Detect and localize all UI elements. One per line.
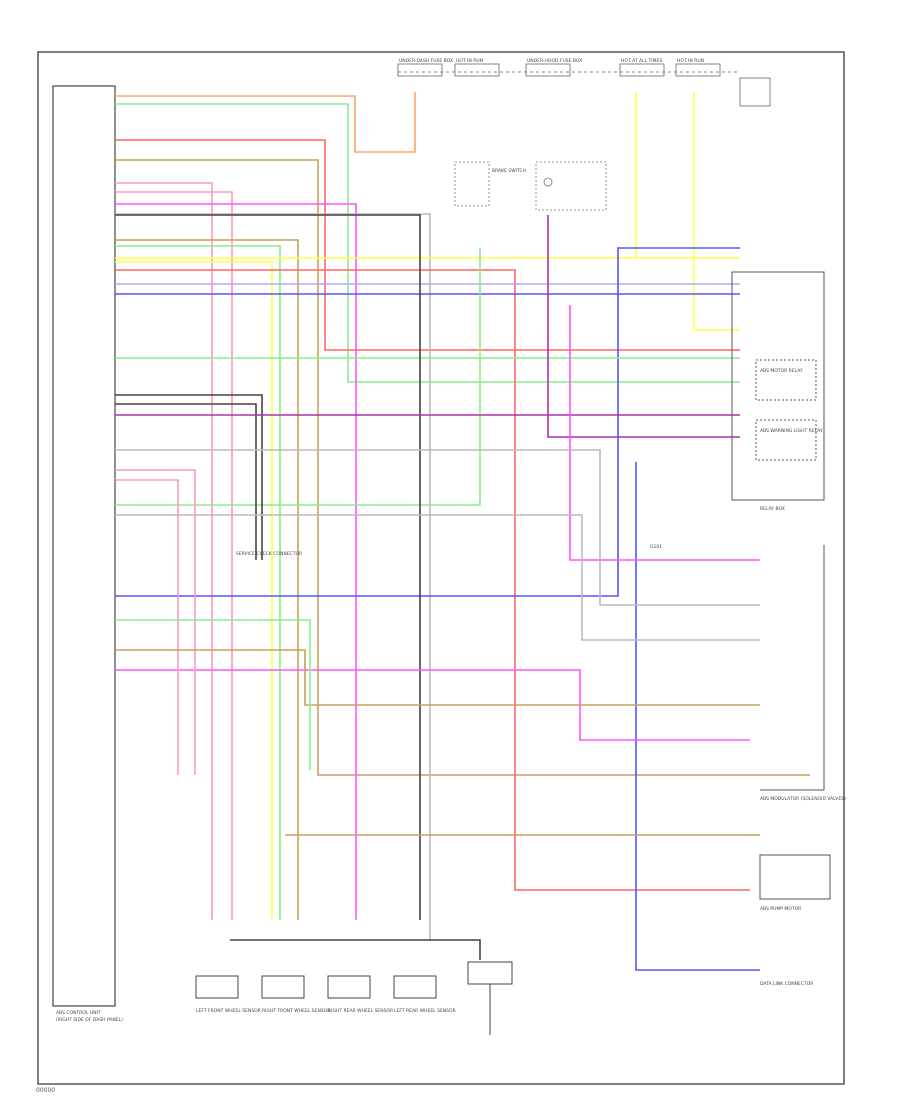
wires: [115, 92, 810, 971]
dlc-label: DATA LINK CONNECTOR: [760, 981, 813, 987]
wheel-sensor-rl: LEFT REAR WHEEL SENSOR: [393, 975, 456, 1014]
wire-green-5: [115, 619, 311, 770]
pump-motor: [759, 854, 831, 900]
fuse-label-1: UNDER-DASH FUSE BOX: [399, 58, 453, 64]
wire-green-1: [115, 103, 740, 383]
wire-darkgray-1: [115, 394, 263, 560]
solenoid-block: [760, 545, 825, 791]
wire-darkgray-3: [230, 939, 481, 960]
wheel-sensors: LEFT FRONT WHEEL SENSOR RIGHT FRONT WHEE…: [195, 975, 456, 1014]
wire-red-2: [115, 269, 750, 891]
sensor-label-fr: RIGHT FRONT WHEEL SENSOR: [262, 1008, 330, 1014]
fuse-labels: UNDER-DASH FUSE BOX HOT IN RUN UNDER-HOO…: [399, 58, 704, 64]
fuse-label-3: UNDER-HOOD FUSE BOX: [527, 58, 582, 64]
wheel-sensor-rr: RIGHT REAR WHEEL SENSOR: [327, 975, 393, 1014]
wire-pink-3: [115, 469, 196, 775]
wire-pink-1: [115, 182, 213, 920]
warning-relay-label: ABS WARNING LIGHT RELAY: [760, 428, 823, 434]
wire-orange: [115, 92, 416, 153]
wire-yellow-4: [693, 92, 740, 331]
solenoid-label: ABS MODULATOR (SOLENOID VALVES): [760, 796, 846, 802]
sensor-label-fl: LEFT FRONT WHEEL SENSOR: [196, 1008, 261, 1014]
fuse-label-2: HOT IN RUN: [456, 58, 483, 64]
wire-gray-3: [115, 514, 760, 641]
check-connector-label: SERVICE CHECK CONNECTOR: [236, 551, 302, 557]
brake-switch: [454, 161, 607, 211]
abs-control-unit: ABS CONTROL UNIT (RIGHT SIDE OF DASH PAN…: [52, 85, 123, 1023]
wire-blue-3: [635, 462, 760, 971]
wire-green-4: [115, 248, 481, 506]
wire-pink-2: [115, 191, 233, 920]
wire-magenta-3: [569, 305, 760, 561]
relay-box-label: RELAY BOX: [760, 506, 785, 512]
fuse-label-4: HOT AT ALL TIMES: [621, 58, 662, 64]
wire-yellow-2: [115, 261, 273, 920]
abs-unit-label: ABS CONTROL UNIT: [56, 1010, 101, 1016]
sensor-label-rl: LEFT REAR WHEEL SENSOR: [394, 1008, 456, 1014]
wheel-sensor-fl: LEFT FRONT WHEEL SENSOR: [195, 975, 261, 1014]
footer-code: 00000: [36, 1087, 56, 1094]
wire-pink-4: [115, 479, 179, 775]
wire-tan-1: [115, 159, 810, 776]
wire-blue-2: [115, 247, 740, 597]
wire-gray-1: [115, 213, 431, 940]
bottom-connector: [467, 961, 513, 1035]
pump-label: ABS PUMP MOTOR: [760, 906, 801, 912]
fuse-label-5: HOT IN RUN: [677, 58, 704, 64]
brake-switch-label: BRAKE SWITCH: [492, 168, 526, 174]
wire-tan-2: [115, 239, 299, 920]
wire-purple-2: [547, 215, 740, 438]
fuse-row: [397, 63, 771, 107]
motor-relay-label: ABS MOTOR RELAY: [760, 368, 803, 374]
wire-darkgray-4: [115, 214, 421, 920]
relay-box: [731, 271, 825, 501]
wire-magenta-1: [115, 203, 357, 920]
ground-label: G101: [650, 544, 662, 550]
diagram-frame: [37, 51, 845, 1085]
wheel-sensor-fr: RIGHT FRONT WHEEL SENSOR: [261, 975, 330, 1014]
wire-green-2: [115, 245, 281, 920]
wire-gray-2: [115, 449, 760, 606]
wire-red-1: [115, 139, 740, 351]
sensor-label-rr: RIGHT REAR WHEEL SENSOR: [328, 1008, 393, 1014]
wire-tan-3: [115, 649, 760, 706]
wire-darkgray-2: [115, 403, 257, 560]
abs-unit-sublabel: (RIGHT SIDE OF DASH PANEL): [56, 1017, 123, 1023]
